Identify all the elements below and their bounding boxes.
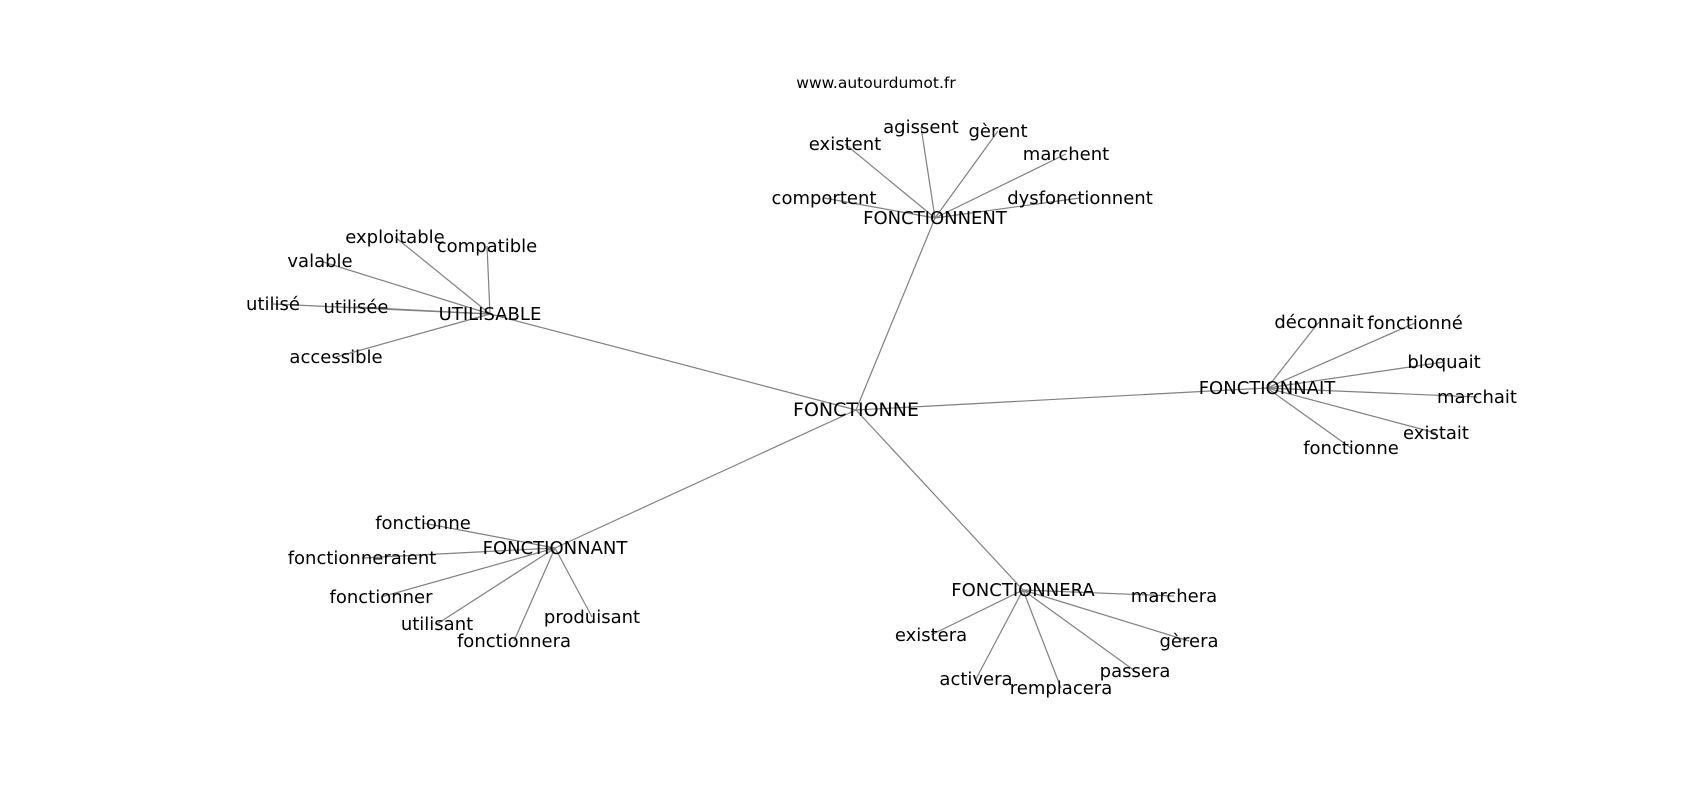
word-node[interactable]: fonctionnera [457,631,571,652]
hub-node-fonctionnait[interactable]: FONCTIONNAIT [1199,378,1337,399]
word-node[interactable]: remplacera [1010,678,1112,699]
hub-node-fonctionnant[interactable]: FONCTIONNANT [483,538,629,559]
word-node[interactable]: passera [1100,661,1171,682]
word-node[interactable]: gèrera [1159,631,1218,652]
edge-utilisable-1 [486,245,491,315]
edge-center-fonctionnent [855,217,936,411]
edge-fonctionnera-0 [1022,589,1175,597]
edge-fonctionnera-5 [1022,589,1062,689]
edge-fonctionnant-1 [361,547,556,559]
edge-utilisable-2 [319,260,491,315]
edge-fonctionnera-2 [1022,589,1190,642]
word-node[interactable]: déconnait [1274,312,1363,333]
edge-fonctionnent-4 [823,197,936,219]
word-node[interactable]: dysfonctionnent [1007,188,1153,209]
word-node[interactable]: produisant [544,607,640,628]
word-node[interactable]: agissent [883,117,959,138]
hub-node-fonctionnera[interactable]: FONCTIONNERA [951,580,1095,601]
word-node[interactable]: utilisé [246,294,300,315]
edge-fonctionnera-1 [930,589,1024,636]
edge-fonctionnent-0 [844,143,936,219]
hub-node-fonctionnent[interactable]: FONCTIONNENT [863,208,1008,229]
word-node[interactable]: utilisée [324,297,389,318]
edge-utilisable-0 [394,236,491,315]
edge-center-fonctionnera [855,409,1024,591]
hub-node-utilisable[interactable]: UTILISABLE [439,304,542,325]
graph-labels: www.autourdumot.fr FONCTIONNE FONCTIONNEN… [246,74,1517,699]
edge-center-fonctionnait [855,387,1268,411]
word-node[interactable]: comportent [772,188,877,209]
word-node[interactable]: utilisant [401,614,473,635]
edge-fonctionnant-5 [554,547,593,618]
edge-fonctionnera-3 [1022,589,1136,672]
edge-fonctionnait-4 [1266,387,1437,434]
edge-center-fonctionnant [554,409,857,549]
edge-fonctionnent-1 [920,126,936,219]
edge-fonctionnent-2 [934,130,999,219]
word-node[interactable]: fonctionné [1367,313,1463,334]
edge-fonctionnait-5 [1266,387,1352,449]
edge-fonctionnait-1 [1266,322,1416,389]
word-node[interactable]: accessible [289,347,382,368]
word-node[interactable]: bloquait [1407,352,1480,373]
edge-utilisable-4 [355,306,491,315]
word-node[interactable]: compatible [437,236,537,257]
edge-fonctionnent-3 [934,153,1067,219]
edge-fonctionnant-4 [513,547,556,642]
word-node[interactable]: existent [809,134,881,155]
word-node[interactable]: fonctionne [1303,438,1399,459]
edge-fonctionnant-2 [380,547,556,598]
word-node[interactable]: fonctionner [329,587,433,608]
graph-edges [272,126,1478,689]
word-node[interactable]: fonctionne [375,513,471,534]
edge-fonctionnent-5 [934,197,1081,219]
word-node[interactable]: valable [287,251,352,272]
edge-utilisable-5 [335,313,491,358]
edge-fonctionnant-3 [436,547,556,625]
word-node[interactable]: marchera [1131,586,1217,607]
word-node[interactable]: marchait [1437,387,1517,408]
word-node[interactable]: existait [1403,423,1469,444]
edge-fonctionnait-0 [1266,321,1320,389]
word-node[interactable]: marchent [1023,144,1109,165]
word-node[interactable]: fonctionneraient [288,548,437,569]
word-node[interactable]: gèrent [968,121,1027,142]
center-node[interactable]: FONCTIONNE [793,399,919,421]
word-node[interactable]: activera [939,669,1012,690]
edge-fonctionnait-2 [1266,361,1445,389]
edge-fonctionnant-0 [422,522,556,549]
edge-center-utilisable [489,313,857,411]
edge-fonctionnait-3 [1266,387,1478,398]
word-node[interactable]: existera [895,625,967,646]
edge-fonctionnera-4 [975,589,1024,680]
site-label[interactable]: www.autourdumot.fr [796,74,956,92]
word-node[interactable]: exploitable [345,227,444,248]
